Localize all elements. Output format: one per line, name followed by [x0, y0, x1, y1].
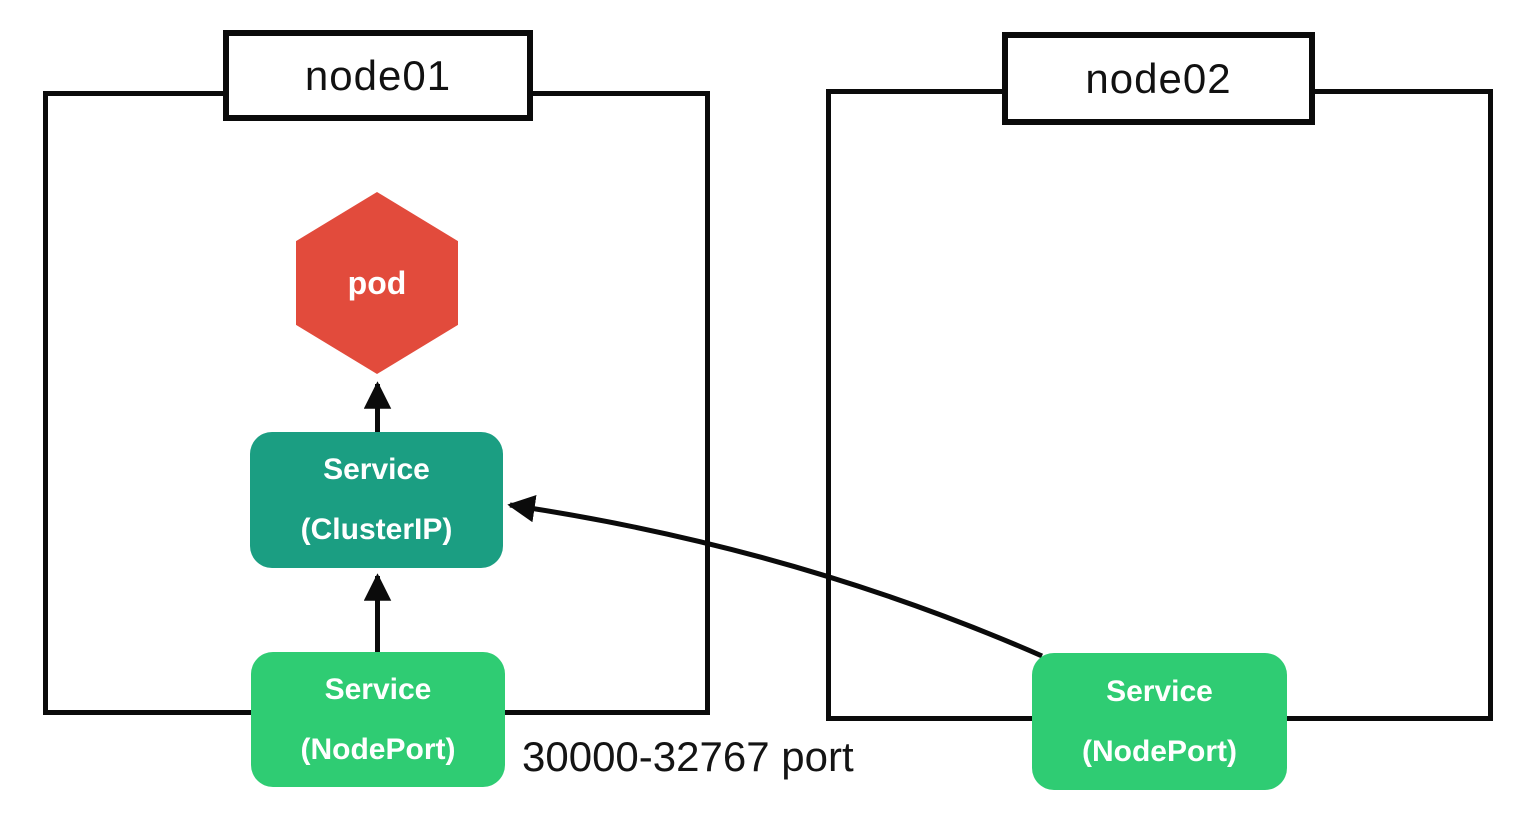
- service-clusterip-line2: (ClusterIP): [300, 513, 453, 546]
- service-nodeport-right-line2: (NodePort): [1082, 734, 1237, 768]
- service-clusterip-box: Service (ClusterIP): [250, 432, 503, 568]
- pod-label: pod: [347, 264, 407, 301]
- service-nodeport-left-box: Service (NodePort): [251, 652, 505, 787]
- node01-label: node01: [304, 51, 452, 99]
- service-nodeport-left-line1: Service: [324, 672, 432, 706]
- node02-label: node02: [1085, 54, 1232, 102]
- service-nodeport-right-box: Service (NodePort): [1032, 653, 1287, 790]
- service-clusterip-line1: Service: [323, 453, 430, 486]
- node01-label-box: node01: [223, 30, 533, 121]
- port-range-label: 30000-32767 port: [522, 733, 854, 780]
- service-nodeport-left-line2: (NodePort): [300, 732, 456, 766]
- service-nodeport-right-line1: Service: [1106, 674, 1213, 708]
- node02-box: [826, 89, 1493, 721]
- node02-label-box: node02: [1002, 32, 1315, 125]
- node01-box: [43, 91, 710, 715]
